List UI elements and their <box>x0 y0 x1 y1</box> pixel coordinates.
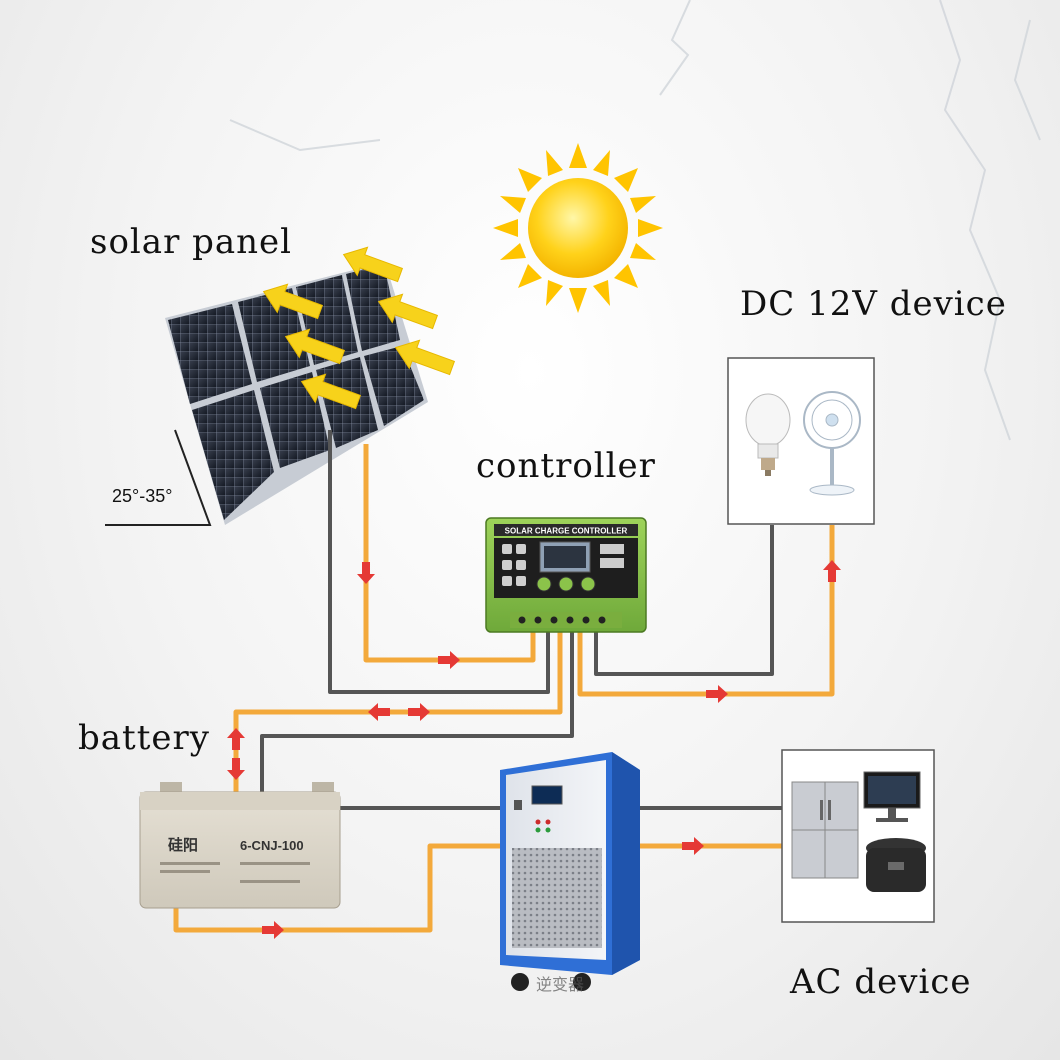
charge-controller: SOLAR CHARGE CONTROLLER <box>485 517 647 633</box>
arrow-from-battery-right <box>408 703 430 721</box>
wire-battery-positive <box>233 632 563 792</box>
controller-title: SOLAR CHARGE CONTROLLER <box>505 527 628 536</box>
controller-button-1 <box>536 576 552 592</box>
dc-device-box <box>727 357 875 525</box>
arrow-panel-down <box>357 562 375 584</box>
inverter-display <box>531 785 563 805</box>
arrow-dc-up <box>823 560 841 582</box>
tilt-angle-lines <box>105 429 212 526</box>
controller-button-2 <box>558 576 574 592</box>
arrow-battery-up <box>227 728 245 750</box>
arrow-to-ac <box>682 837 704 855</box>
wiring <box>173 430 835 933</box>
controller-label: controller <box>476 446 656 486</box>
inverter-wheel-right <box>573 973 591 991</box>
computer-monitor-icon <box>863 771 921 822</box>
wire-panel-negative <box>328 430 550 694</box>
usb-port-1 <box>600 544 624 554</box>
wire-dc-negative <box>594 525 774 676</box>
light-bulb-icon <box>745 393 791 476</box>
battery-label: battery <box>78 718 210 758</box>
solar-panel-label: solar panel <box>90 222 293 262</box>
inverter-wheel-left <box>511 973 529 991</box>
battery-model: 6-CNJ-100 <box>240 838 304 853</box>
ac-device-label: AC device <box>790 962 972 1002</box>
flow-arrows <box>227 560 841 939</box>
tilt-angle-label: 25°-35° <box>112 486 173 506</box>
battery: 硅阳 6-CNJ-100 <box>139 782 341 909</box>
arrow-to-inverter <box>262 921 284 939</box>
arrow-to-controller <box>438 651 460 669</box>
dc-device-label: DC 12V device <box>740 284 1007 324</box>
inverter: 逆变器 <box>500 752 640 994</box>
arrow-to-dc <box>706 685 728 703</box>
ac-device-box <box>781 749 935 923</box>
battery-brand: 硅阳 <box>168 836 198 854</box>
desk-fan-icon <box>803 391 861 496</box>
lightning-decoration <box>229 0 1041 441</box>
controller-button-3 <box>580 576 596 592</box>
refrigerator-icon <box>791 781 859 879</box>
inverter-caption: 逆变器 <box>536 976 584 994</box>
arrow-to-battery-left <box>368 703 390 721</box>
inverter-vent <box>512 848 602 948</box>
wire-battery-negative <box>260 632 574 792</box>
sun-icon <box>493 143 663 313</box>
wire-battery-inverter-positive <box>173 843 500 933</box>
sunlight-arrows <box>262 246 456 410</box>
usb-port-2 <box>600 558 624 568</box>
arrow-battery-down <box>227 758 245 780</box>
rice-cooker-icon <box>866 838 926 892</box>
